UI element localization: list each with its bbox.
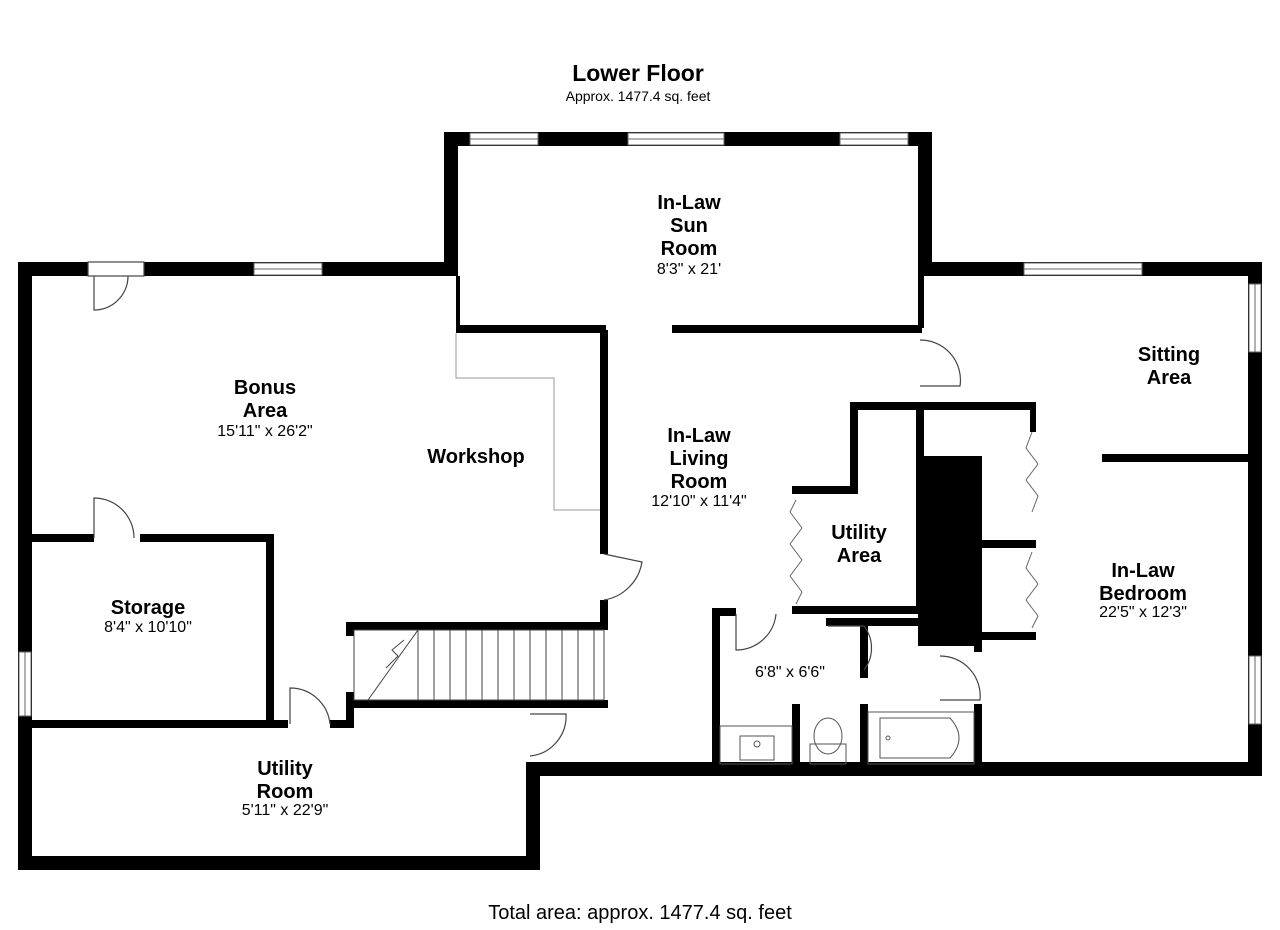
windows [18,132,1262,725]
workshop-outline [455,333,600,511]
bifold-doors [789,431,1039,629]
room-name: Area [242,400,288,422]
bath-fixtures [719,711,975,765]
room-name: In-Law [1111,560,1175,582]
room-name: Sun [670,215,708,237]
room-name: Bedroom [1099,583,1187,605]
room-name: Living [669,448,729,470]
plan-title: Lower Floor [572,60,704,86]
room-name: In-Law [667,425,731,447]
stairs [353,629,605,701]
room-name: Room [256,781,314,803]
room-name: Area [1146,367,1192,389]
room-name: In-Law [657,192,721,214]
room-dimensions: 8'3" x 21' [656,261,722,278]
room-name: Utility [831,522,887,544]
total-area: Total area: approx. 1477.4 sq. feet [488,902,792,924]
door-swings [87,261,981,757]
room-name: Room [660,238,718,260]
room-name: Bonus [233,377,297,399]
room-dimensions: 12'10" x 11'4" [651,493,747,510]
room-name: Sitting [1137,344,1201,366]
room-label-bath: 6'8" x 6'6" [755,664,825,681]
room-name: Storage [110,597,186,619]
room-name: Area [836,545,882,567]
room-name: Utility [257,758,313,780]
room-dimensions: 15'11" x 26'2" [217,423,313,440]
room-name: Room [670,471,728,493]
room-label-workshop: Workshop [427,446,525,468]
room-dimensions: 5'11" x 22'9" [241,802,329,819]
plan-subtitle: Approx. 1477.4 sq. feet [565,88,711,104]
interior-walls [32,276,1250,768]
room-dimensions: 22'5" x 12'3" [1099,604,1187,621]
room-dimensions: 8'4" x 10'10" [104,619,192,636]
